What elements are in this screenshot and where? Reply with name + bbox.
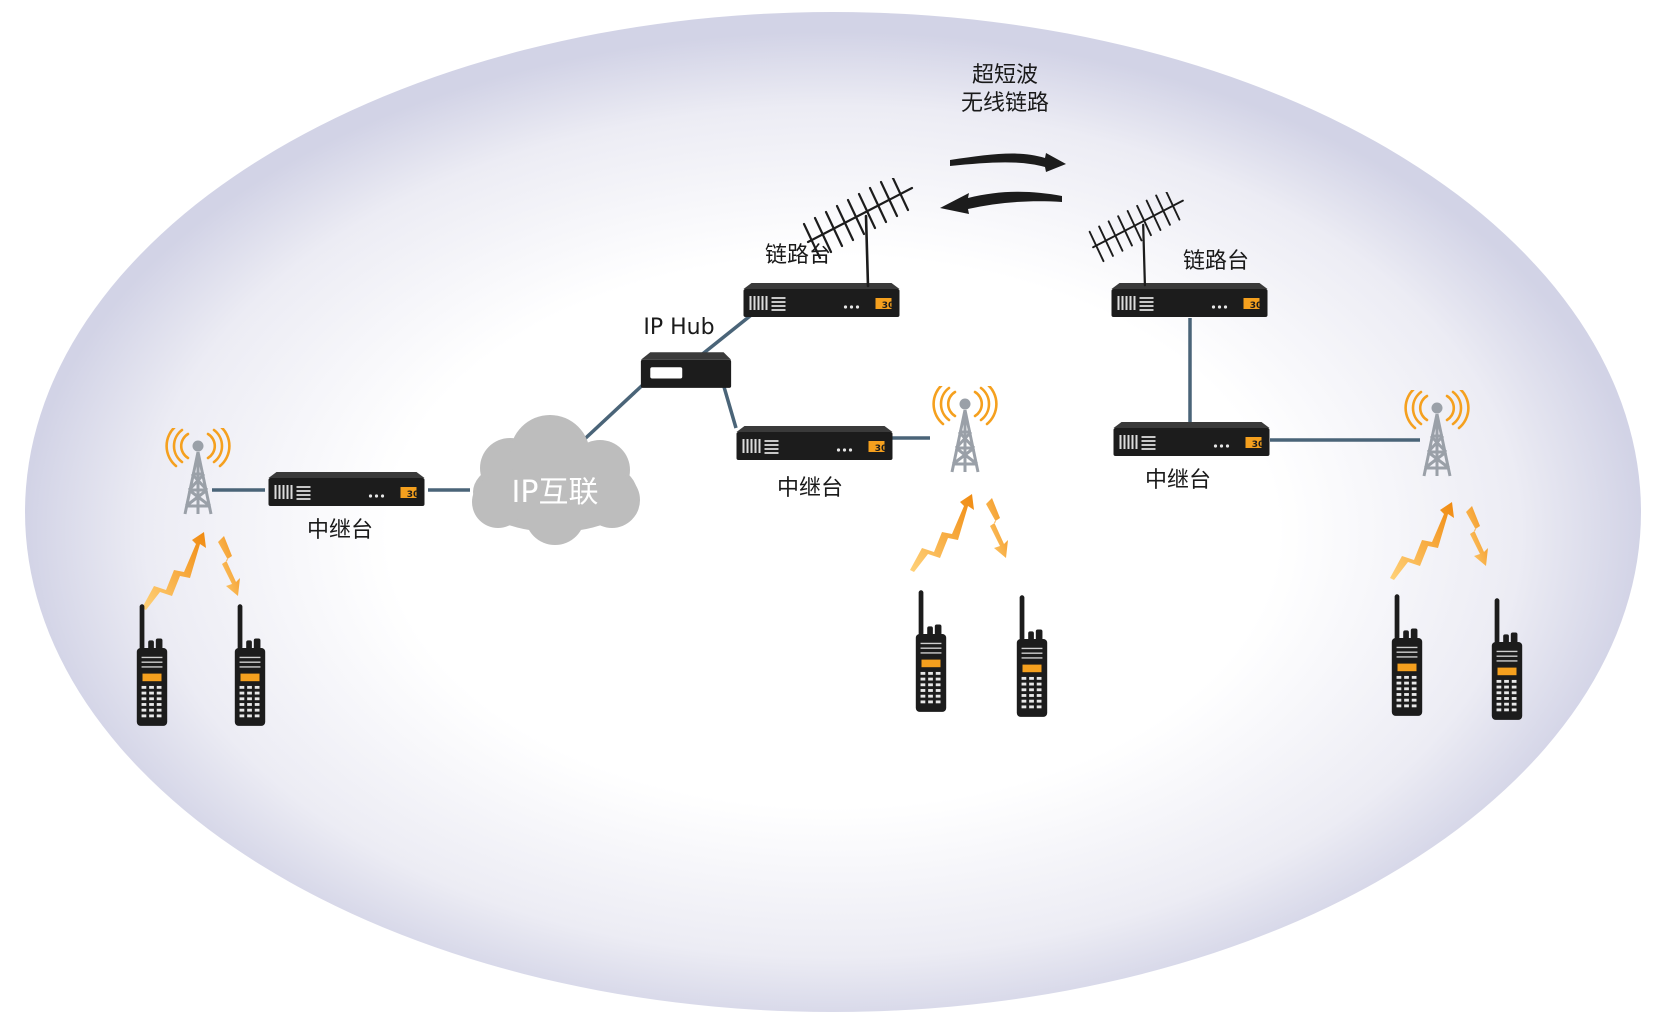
ip-interconnect-label: IP互联 [512, 475, 599, 510]
vhf-link-label-line2: 无线链路 [961, 91, 1049, 116]
arrow-icon [940, 153, 1066, 214]
repeater-device-left [268, 472, 425, 506]
device-badge: 30 [1252, 440, 1265, 450]
link-station-device-right [1111, 283, 1268, 317]
vhf-link-label-line1: 超短波 [972, 63, 1038, 88]
repeater-device-center [736, 426, 893, 460]
cloud-icon: IP互联 [472, 415, 640, 545]
device-badges: 30 30 30 30 30 [407, 301, 1265, 500]
device-badge: 30 [1250, 301, 1263, 311]
link-station-device-left [743, 283, 900, 317]
device-badge: 30 [407, 490, 420, 500]
repeater-label-center: 中继台 [777, 476, 843, 501]
connection-lines [212, 306, 1420, 492]
repeater-label-left: 中继台 [307, 518, 373, 543]
repeater-label-right: 中继台 [1145, 468, 1211, 493]
link-station-label-right: 链路台 [1183, 249, 1249, 274]
ip-hub-label: IP Hub [643, 315, 714, 340]
ip-hub-device [640, 352, 732, 388]
link-station-label-left: 链路台 [765, 243, 831, 268]
background-ellipse [25, 12, 1641, 1012]
device-badge: 30 [875, 444, 888, 454]
repeater-device-right [1113, 422, 1270, 456]
device-badge: 30 [882, 301, 895, 311]
